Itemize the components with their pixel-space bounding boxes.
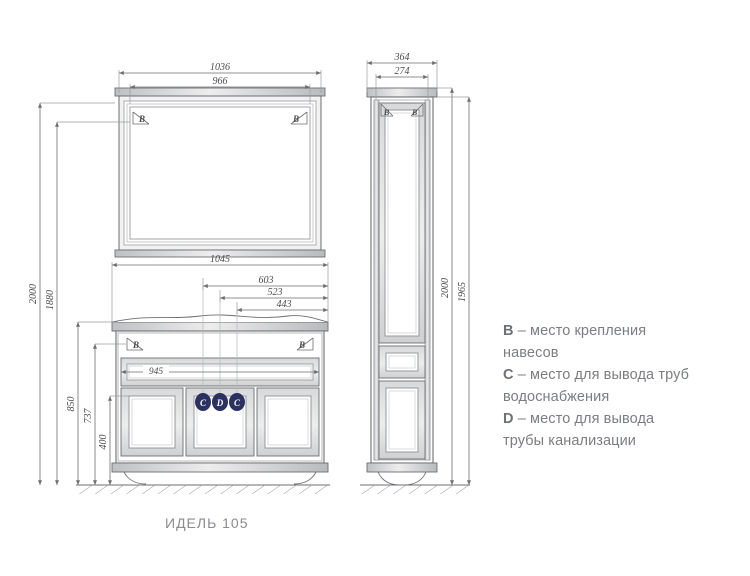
ground-line-side <box>360 484 470 494</box>
legend-line: B – место крепления <box>503 320 743 342</box>
dim-label-443: 443 <box>277 299 292 310</box>
dim-label-966: 966 <box>213 76 228 87</box>
dim-label-945: 945 <box>149 367 164 377</box>
dim-vanity-width: 1045 <box>111 254 329 322</box>
dim-label-2000-side: 2000 <box>440 278 451 298</box>
dim-label-1045: 1045 <box>210 254 230 265</box>
dim-tall-cabinet-height: 1965 <box>437 96 471 485</box>
legend-text: место для вывода труб <box>530 367 690 383</box>
svg-text:C: C <box>200 398 207 408</box>
vanity-door-left <box>120 387 184 457</box>
plumbing-marker-drain: D <box>212 393 228 411</box>
svg-text:B: B <box>298 340 305 350</box>
mirror-unit <box>114 87 326 258</box>
dim-mirror-top-height: 1880 <box>45 121 130 485</box>
dim-counter-height: 850 <box>66 321 118 485</box>
vanity-door-right <box>256 387 320 457</box>
dim-basin-point-1: 603 <box>202 275 328 290</box>
legend-text: трубы канализации <box>503 433 636 449</box>
svg-text:B: B <box>132 340 139 350</box>
legend-line: C – место для вывода труб <box>503 364 743 386</box>
dim-label-523: 523 <box>268 287 283 298</box>
dim-mirror-outer-width: 1036 <box>118 62 322 93</box>
svg-text:D: D <box>216 398 224 408</box>
tall-unit-drawer <box>378 345 426 379</box>
ground-line-front <box>76 484 330 494</box>
tall-unit <box>366 87 438 486</box>
mirror-mount-marker-right: B <box>290 111 308 125</box>
plumbing-leader-lines <box>202 286 238 398</box>
dim-label-274: 274 <box>395 66 410 77</box>
legend-line: D – место для вывода <box>503 408 743 430</box>
dim-label-603: 603 <box>259 275 274 286</box>
dim-tall-outer-width: 364 <box>366 52 438 92</box>
legend-key-b: B <box>503 323 514 339</box>
legend: B – место крепления навесов C – место дл… <box>503 320 743 452</box>
dim-basin-point-3: 443 <box>236 299 328 314</box>
legend-key-c: C <box>503 367 514 383</box>
dim-label-1965: 1965 <box>457 282 468 302</box>
vanity-mount-marker-right: B <box>296 337 314 351</box>
dim-basin-point-2: 523 <box>219 287 328 302</box>
legend-key-d: D <box>503 411 514 427</box>
dim-label-1880: 1880 <box>45 290 56 310</box>
legend-dash: – <box>517 411 526 427</box>
dim-label-2000-front: 2000 <box>28 284 39 304</box>
drawing-caption: ИДЕЛЬ 105 <box>165 515 249 531</box>
dim-tall-total-height: 2000 <box>437 87 454 485</box>
dim-label-737: 737 <box>83 408 94 424</box>
dim-door-height: 400 <box>98 395 129 485</box>
dim-tall-inner-width: 274 <box>375 66 429 100</box>
tall-unit-mount-marker-right: B <box>410 103 424 117</box>
dim-mirror-inner-width: 966 <box>129 76 311 104</box>
plumbing-marker-cold-water: C <box>195 393 211 411</box>
vanity-mount-marker-left: B <box>126 337 144 351</box>
dim-total-height-front: 2000 <box>28 102 115 485</box>
svg-text:B: B <box>138 114 145 124</box>
svg-text:B: B <box>411 108 418 117</box>
tall-unit-upper-door <box>378 102 426 344</box>
legend-line: трубы канализации <box>503 430 743 452</box>
mirror-mount-marker-left: B <box>132 111 150 125</box>
svg-text:C: C <box>234 398 241 408</box>
svg-text:B: B <box>292 114 299 124</box>
dim-drawer-height: 737 <box>83 343 126 485</box>
plumbing-marker-hot-water: C <box>229 393 245 411</box>
legend-line: навесов <box>503 342 743 364</box>
dim-label-364: 364 <box>394 52 410 63</box>
legend-text: навесов <box>503 345 559 361</box>
tall-unit-lower-door <box>378 380 426 460</box>
dim-label-850: 850 <box>66 397 77 412</box>
legend-line: водоснабжения <box>503 386 743 408</box>
legend-text: место крепления <box>530 323 647 339</box>
legend-text: водоснабжения <box>503 389 610 405</box>
tall-unit-mount-marker-left: B <box>380 103 394 117</box>
legend-dash: – <box>517 323 526 339</box>
dim-drawer-width: 945 <box>121 365 319 377</box>
legend-text: место для вывода <box>530 411 655 427</box>
legend-dash: – <box>517 367 526 383</box>
svg-text:B: B <box>383 108 390 117</box>
dim-label-1036: 1036 <box>210 62 230 73</box>
dim-label-400: 400 <box>98 435 109 450</box>
